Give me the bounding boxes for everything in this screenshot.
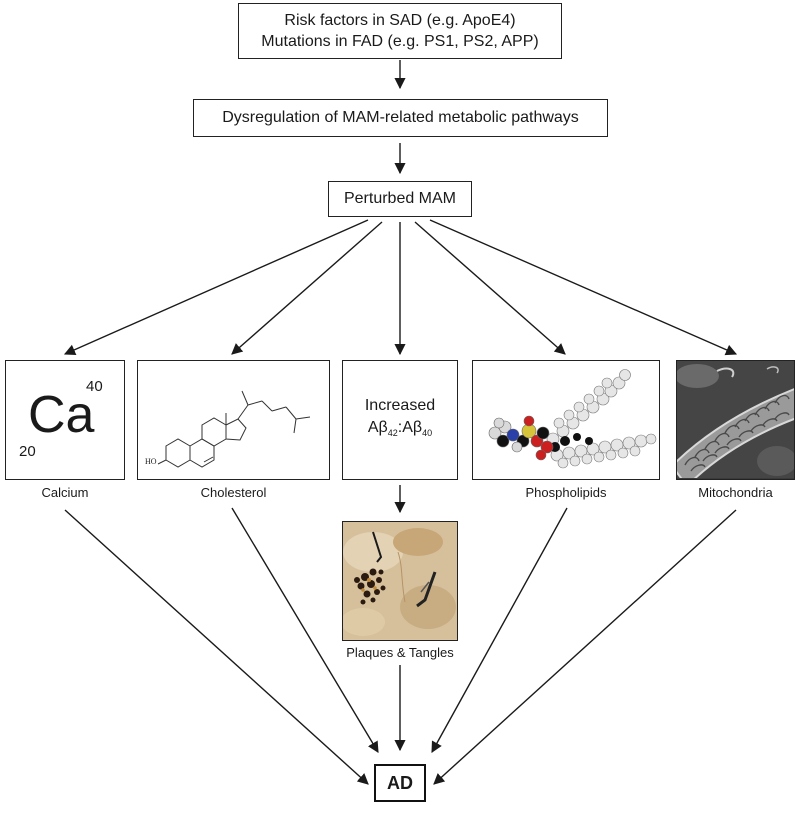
perturbed-mam-box: Perturbed MAM xyxy=(328,181,472,217)
cholesterol-structure-box: HO xyxy=(137,360,330,480)
calcium-symbol: Ca xyxy=(28,386,95,444)
mitochondria-micrograph-icon xyxy=(677,361,794,478)
abeta-42-symbol: Aβ xyxy=(367,419,388,437)
calcium-caption: Calcium xyxy=(41,485,89,500)
cholesterol-caption: Cholesterol xyxy=(200,485,267,500)
mitochondria-micrograph-box xyxy=(676,360,795,480)
abeta-ratio-colon: : xyxy=(397,419,403,437)
phospholipids-model-box xyxy=(472,360,660,480)
arrow-calcium-to-ad xyxy=(64,509,369,785)
abeta-increased-label: Increased xyxy=(364,397,436,415)
arrow-cholesterol-to-ad xyxy=(231,507,379,753)
abeta-40-symbol: Aβ xyxy=(402,419,423,437)
abeta-42-subscript: 42 xyxy=(387,428,398,439)
dysregulation-box: Dysregulation of MAM-related metabolic p… xyxy=(193,99,608,137)
risk-factors-line1: Risk factors in SAD (e.g. ApoE4) xyxy=(284,12,516,29)
abeta-40-subscript: 40 xyxy=(422,428,433,439)
risk-factors-line2: Mutations in FAD (e.g. PS1, PS2, APP) xyxy=(261,33,539,50)
perturbed-mam-label: Perturbed MAM xyxy=(343,190,457,207)
arrow-perturbed-to-cholesterol xyxy=(231,221,383,355)
calcium-element-box: 40 Ca 20 xyxy=(5,360,125,480)
plaques-tangles-caption: Plaques & Tangles xyxy=(346,645,454,660)
ad-label: AD xyxy=(387,772,413,793)
arrow-perturbed-to-mitochondria xyxy=(429,219,738,356)
abeta-ratio-label: Aβ42:Aβ40 xyxy=(368,417,432,444)
calcium-atomic-number: 20 xyxy=(19,443,36,460)
phospholipid-molecule-icon xyxy=(488,369,657,469)
arrow-mitochondria-to-ad xyxy=(433,509,737,785)
cholesterol-ho-label: HO xyxy=(145,457,157,466)
mitochondria-caption: Mitochondria xyxy=(698,485,773,500)
cholesterol-structure-icon xyxy=(157,390,311,468)
phospholipids-caption: Phospholipids xyxy=(525,485,607,500)
calcium-mass-number: 40 xyxy=(86,378,103,395)
ad-outcome-box: AD xyxy=(374,764,426,802)
plaques-tangles-histology-box xyxy=(342,521,458,641)
arrow-perturbed-to-phospholipids xyxy=(414,221,566,355)
arrow-perturbed-to-calcium xyxy=(63,219,369,356)
abeta-ratio-box: Increased Aβ42:Aβ40 xyxy=(342,360,458,480)
plaques-tangles-histology-icon xyxy=(343,522,457,639)
dysregulation-label: Dysregulation of MAM-related metabolic p… xyxy=(222,109,579,126)
arrow-phospholipids-to-ad xyxy=(431,507,568,753)
risk-factors-box: Risk factors in SAD (e.g. ApoE4) Mutatio… xyxy=(238,3,562,59)
